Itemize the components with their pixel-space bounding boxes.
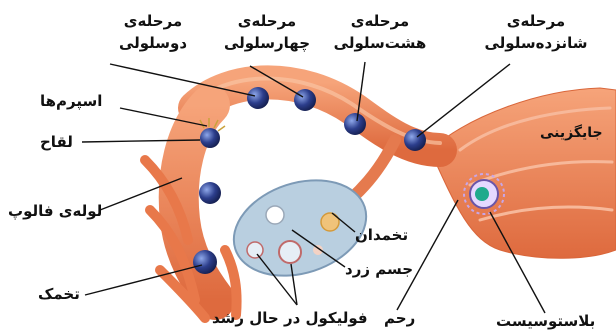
tube-cell <box>199 182 221 204</box>
label-sperms: اسپرم‌ها <box>40 92 102 110</box>
label-blastocyst: بلاستوسیست <box>496 312 595 330</box>
two-cell-stage <box>247 87 269 109</box>
eight-cell-stage <box>344 113 366 135</box>
uterus-shape <box>430 88 616 258</box>
growing-follicle-2 <box>247 242 263 258</box>
label-four-cell: مرحله‌ی چهارسلولی <box>212 10 322 54</box>
label-two-cell: مرحله‌ی دوسلولی <box>98 10 208 54</box>
label-sixteen-cell: مرحله‌ی شانزده‌سلولی <box>476 10 596 54</box>
label-corpus-luteum: جسم زرد <box>345 260 413 278</box>
fallopian-tube <box>195 82 440 150</box>
label-egg: تخمک <box>38 285 80 303</box>
label-growing-follicle: فولیکول در حال رشد <box>212 309 368 327</box>
leader-uterus <box>397 200 458 310</box>
blastocyst-core <box>475 187 489 201</box>
label-ovary: تخمدان <box>355 226 408 244</box>
fertilized-egg <box>200 128 220 148</box>
label-fertilization: لقاح <box>40 133 73 151</box>
label-fallopian-tube: لوله‌ی فالوپ <box>8 202 102 220</box>
label-eight-cell: مرحله‌ی هشت‌سلولی <box>332 10 428 54</box>
egg-cell <box>193 250 217 274</box>
growing-follicle-1 <box>279 241 301 263</box>
ovulating-follicle <box>266 206 284 224</box>
four-cell-stage <box>294 89 316 111</box>
label-implantation: جایگزینی <box>540 124 603 142</box>
label-uterus: رحم <box>384 309 415 327</box>
